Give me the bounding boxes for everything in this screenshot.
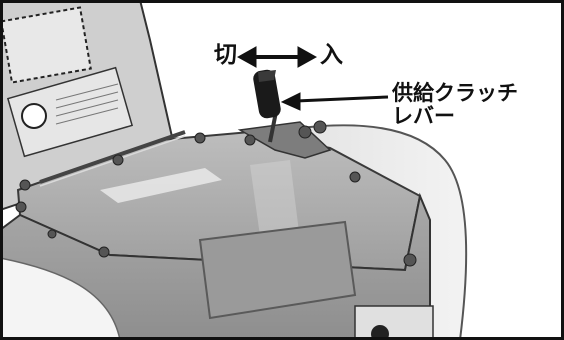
front-recess [198,220,357,320]
pointer-arrow-icon [280,92,389,111]
sticker-emblem-icon [21,103,47,129]
front-control-plate [354,305,434,340]
bolt-icon [15,120,417,267]
lever-name-label-line2: レバー [392,104,455,128]
supply-clutch-lever [237,69,332,159]
warning-sticker [0,6,92,84]
switch-on-label: 入 [320,42,343,68]
machine-front-panel [0,192,434,340]
machine-back-panel [0,0,177,212]
lever-name-label-line1: 供給クラッチ [392,81,518,105]
double-headed-arrow-icon [236,46,318,68]
switch-off-label: 切 [214,42,237,68]
control-knob-icon [371,325,389,340]
